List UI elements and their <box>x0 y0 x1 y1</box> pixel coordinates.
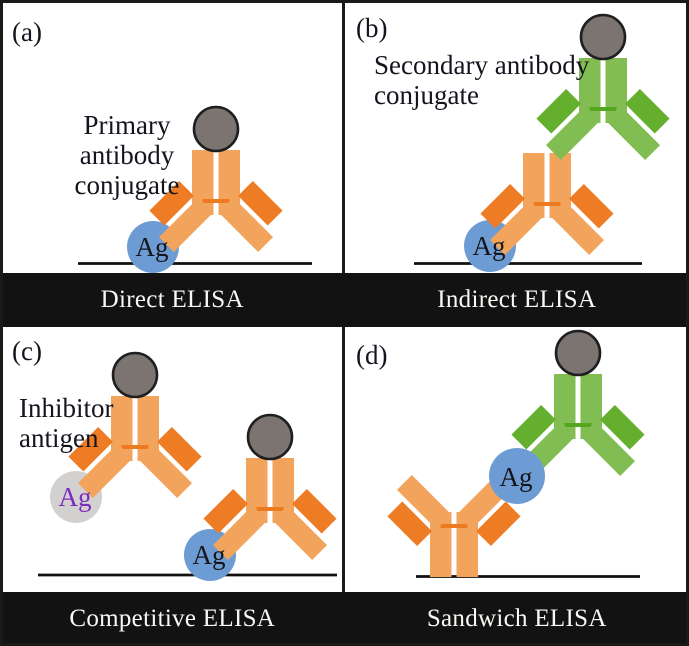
annotation-line: conjugate <box>374 80 479 110</box>
panel-a-tag: (a) <box>12 17 42 47</box>
antigen-label: Ag <box>193 540 226 570</box>
antigen-label: Ag <box>500 462 533 492</box>
banner-row-1: Direct ELISA Indirect ELISA <box>0 273 689 327</box>
antigen-label: Ag <box>473 231 506 261</box>
panel-c-competitive-elisa-diagram: Ag Ag <box>38 351 346 581</box>
banner-row-2: Competitive ELISA Sandwich ELISA <box>0 592 689 646</box>
panel-a-direct-elisa-diagram: Ag <box>78 105 312 273</box>
banner-label-competitive-elisa: Competitive ELISA <box>69 605 276 632</box>
panel-c-tag: (c) <box>12 336 42 366</box>
panel-a-annotation: Primary antibody conjugate <box>48 110 206 200</box>
annotation-line: Primary <box>83 110 171 140</box>
banner-label-sandwich-elisa: Sandwich ELISA <box>426 605 607 632</box>
enzyme-circle <box>554 329 602 377</box>
panel-b-tag: (b) <box>356 13 388 43</box>
panel-d-sandwich-elisa-diagram: Ag <box>378 329 654 578</box>
annotation-line: antigen <box>19 423 99 453</box>
panel-d-tag: (d) <box>356 340 388 370</box>
inhibitor-antigen-label: Ag <box>59 482 92 512</box>
annotation-line: conjugate <box>74 170 180 200</box>
banner-label-direct-elisa: Direct ELISA <box>100 286 244 313</box>
annotation-line: Inhibitor <box>19 393 114 423</box>
banner-label-indirect-elisa: Indirect ELISA <box>437 286 597 313</box>
enzyme-circle <box>246 413 294 461</box>
enzyme-circle <box>111 351 159 399</box>
annotation-line: Secondary antibody <box>374 50 590 80</box>
panel-c-annotation: Inhibitor antigen <box>19 393 114 453</box>
panel-b-annotation: Secondary antibody conjugate <box>374 50 589 110</box>
antigen-circle <box>489 448 545 504</box>
antigen-label: Ag <box>136 232 169 262</box>
panel-b-indirect-elisa-diagram: Ag <box>414 13 679 272</box>
annotation-line: antibody <box>79 140 175 170</box>
